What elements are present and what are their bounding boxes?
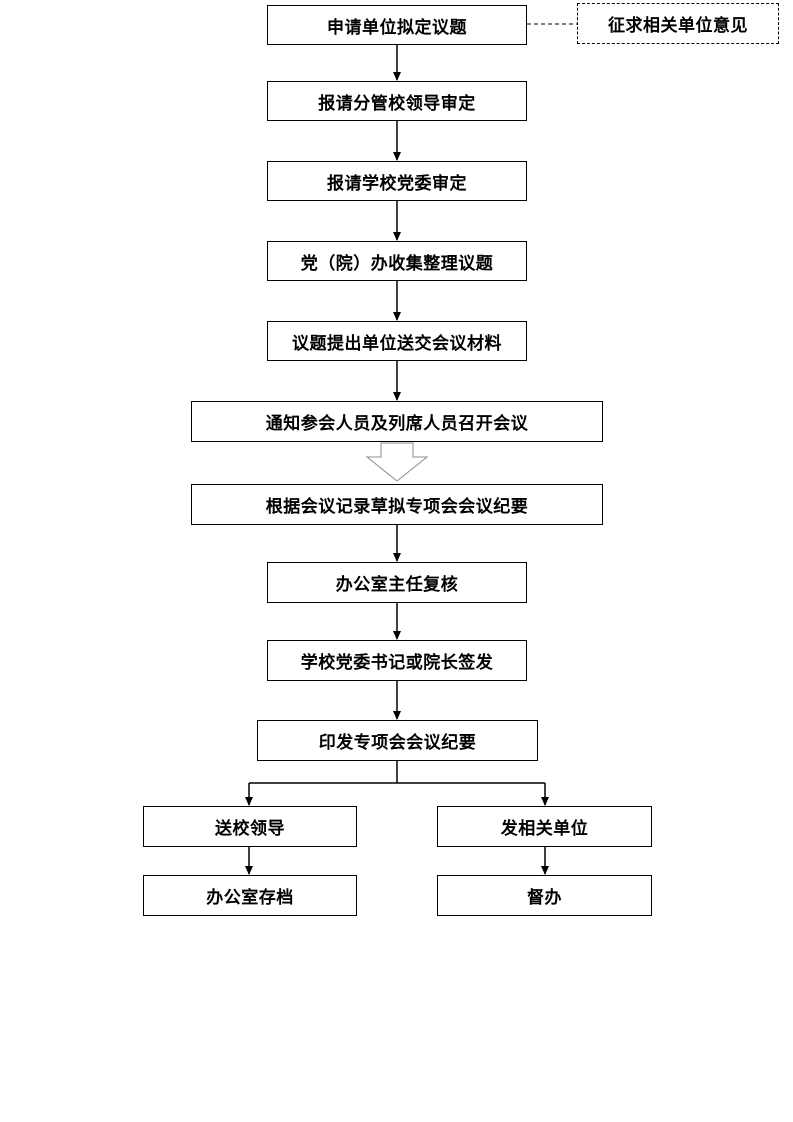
step-send-leaders: 送校领导 <box>143 806 357 847</box>
step-party-committee-review: 报请学校党委审定 <box>267 161 527 201</box>
step-submit-materials: 议题提出单位送交会议材料 <box>267 321 527 361</box>
step-director-review: 办公室主任复核 <box>267 562 527 603</box>
step-leader-review: 报请分管校领导审定 <box>267 81 527 121</box>
step-notify-meeting: 通知参会人员及列席人员召开会议 <box>191 401 603 442</box>
step-draft-minutes: 根据会议记录草拟专项会会议纪要 <box>191 484 603 525</box>
hollow-down-arrow <box>365 442 429 482</box>
side-note-consult: 征求相关单位意见 <box>577 3 779 44</box>
step-supervise: 督办 <box>437 875 652 916</box>
step-office-collect: 党（院）办收集整理议题 <box>267 241 527 281</box>
step-send-units: 发相关单位 <box>437 806 652 847</box>
step-draft-topic: 申请单位拟定议题 <box>267 5 527 45</box>
step-sign-off: 学校党委书记或院长签发 <box>267 640 527 681</box>
step-issue-minutes: 印发专项会会议纪要 <box>257 720 538 761</box>
step-archive: 办公室存档 <box>143 875 357 916</box>
